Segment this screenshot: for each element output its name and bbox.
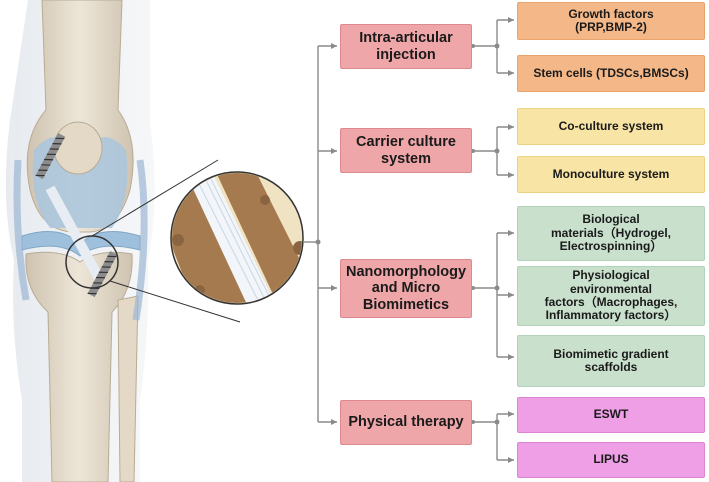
patella — [53, 121, 103, 175]
category-intra-articular-injection: Intra-articular injection — [340, 24, 472, 69]
screw-upper — [35, 133, 66, 180]
item-physiological-environmental-factors: Physiological environmental factors（Macr… — [517, 266, 705, 326]
category-carrier-culture-system: Carrier culture system — [340, 128, 472, 173]
item-lipus: LIPUS — [517, 442, 705, 478]
fibula — [117, 295, 139, 482]
item-co-culture-system: Co-culture system — [517, 108, 705, 145]
item-monoculture-system: Monoculture system — [517, 156, 705, 193]
connector-lines — [303, 19, 514, 461]
category-nanomorphology: Nanomorphology and Micro Biomimetics — [340, 259, 472, 318]
arrowheads — [331, 17, 514, 463]
item-biomimetic-gradient-scaffolds: Biomimetic gradient scaffolds — [517, 335, 705, 387]
item-growth-factors: Growth factors (PRP,BMP-2) — [517, 2, 705, 40]
item-eswt: ESWT — [517, 397, 705, 433]
zoom-inset — [170, 171, 304, 305]
tibia — [25, 251, 133, 482]
category-physical-therapy: Physical therapy — [340, 400, 472, 445]
junction-dots — [315, 43, 500, 425]
ligament-graft — [45, 185, 105, 283]
item-stem-cells: Stem cells (TDSCs,BMSCs) — [517, 55, 705, 92]
item-biological-materials: Biological materials（Hydrogel, Electrosp… — [517, 206, 705, 261]
